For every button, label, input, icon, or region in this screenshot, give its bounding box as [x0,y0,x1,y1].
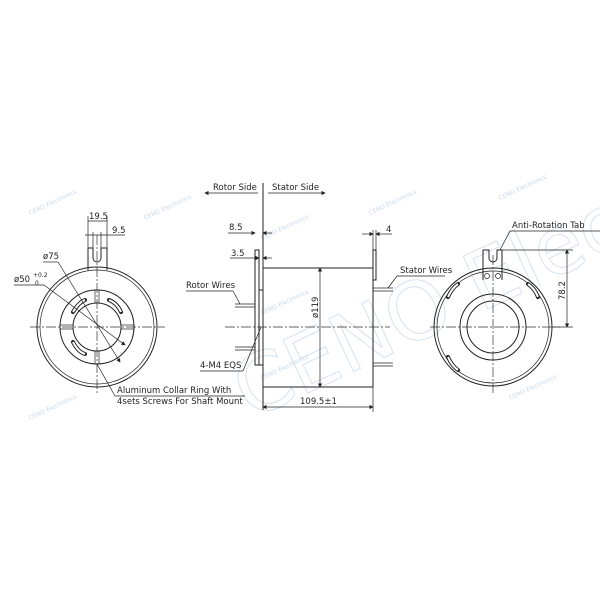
dim-slot-width: 9.5 [112,226,126,236]
dim-collar-dia: ø75 [43,252,59,262]
dim-length: 109.5±1 [300,397,337,407]
svg-text:CENO Electronics: CENO Electronics [260,289,310,317]
dim-collar-thick: 3.5 [231,249,245,259]
screws-label: 4-M4 EQS [200,361,241,371]
svg-text:0: 0 [35,280,39,287]
dim-stator-flange: 4 [386,225,391,235]
dim-bore-dia: ø50 [14,275,30,285]
svg-text:CENO Electronics: CENO Electronics [260,214,310,242]
collar-label-2: 4sets Screws For Shaft Mount [117,397,243,407]
dim-rotor-flange: 8.5 [229,223,243,233]
rotor-wires-label: Rotor Wires [186,281,236,291]
svg-text:CENO Electronics: CENO Electronics [28,189,78,217]
stator-side-label: Stator Side [272,183,319,193]
svg-text:CENO Electronics: CENO Electronics [498,174,548,202]
svg-text:+0.2: +0.2 [33,272,48,279]
svg-text:CENO Electronics: CENO Electronics [508,374,558,402]
rotor-end-view: 19.5 9.5 ø75 ø50 +0.2 0 Aluminum Collar … [14,212,245,407]
svg-text:CENO Electronics: CENO Electronics [28,394,78,422]
dim-body-dia: ø119 [311,297,321,318]
rotor-side-label: Rotor Side [213,183,257,193]
stator-end-view: Anti-Rotation Tab 78.2 [430,221,600,395]
watermark: CENO Electro CENO Electronics CENO Elect… [28,128,600,438]
side-view: Rotor Side Stator Side Rotor Wires Stato… [186,183,453,412]
svg-text:CENO Electronics: CENO Electronics [143,194,193,222]
dim-tab-width: 19.5 [89,212,108,222]
svg-text:CENO Electronics: CENO Electronics [368,189,418,217]
dim-tab-height: 78.2 [558,281,568,300]
stator-wires-label: Stator Wires [400,266,453,276]
collar-label-1: Aluminum Collar Ring With [117,386,231,396]
anti-rotation-tab-label: Anti-Rotation Tab [512,221,585,231]
